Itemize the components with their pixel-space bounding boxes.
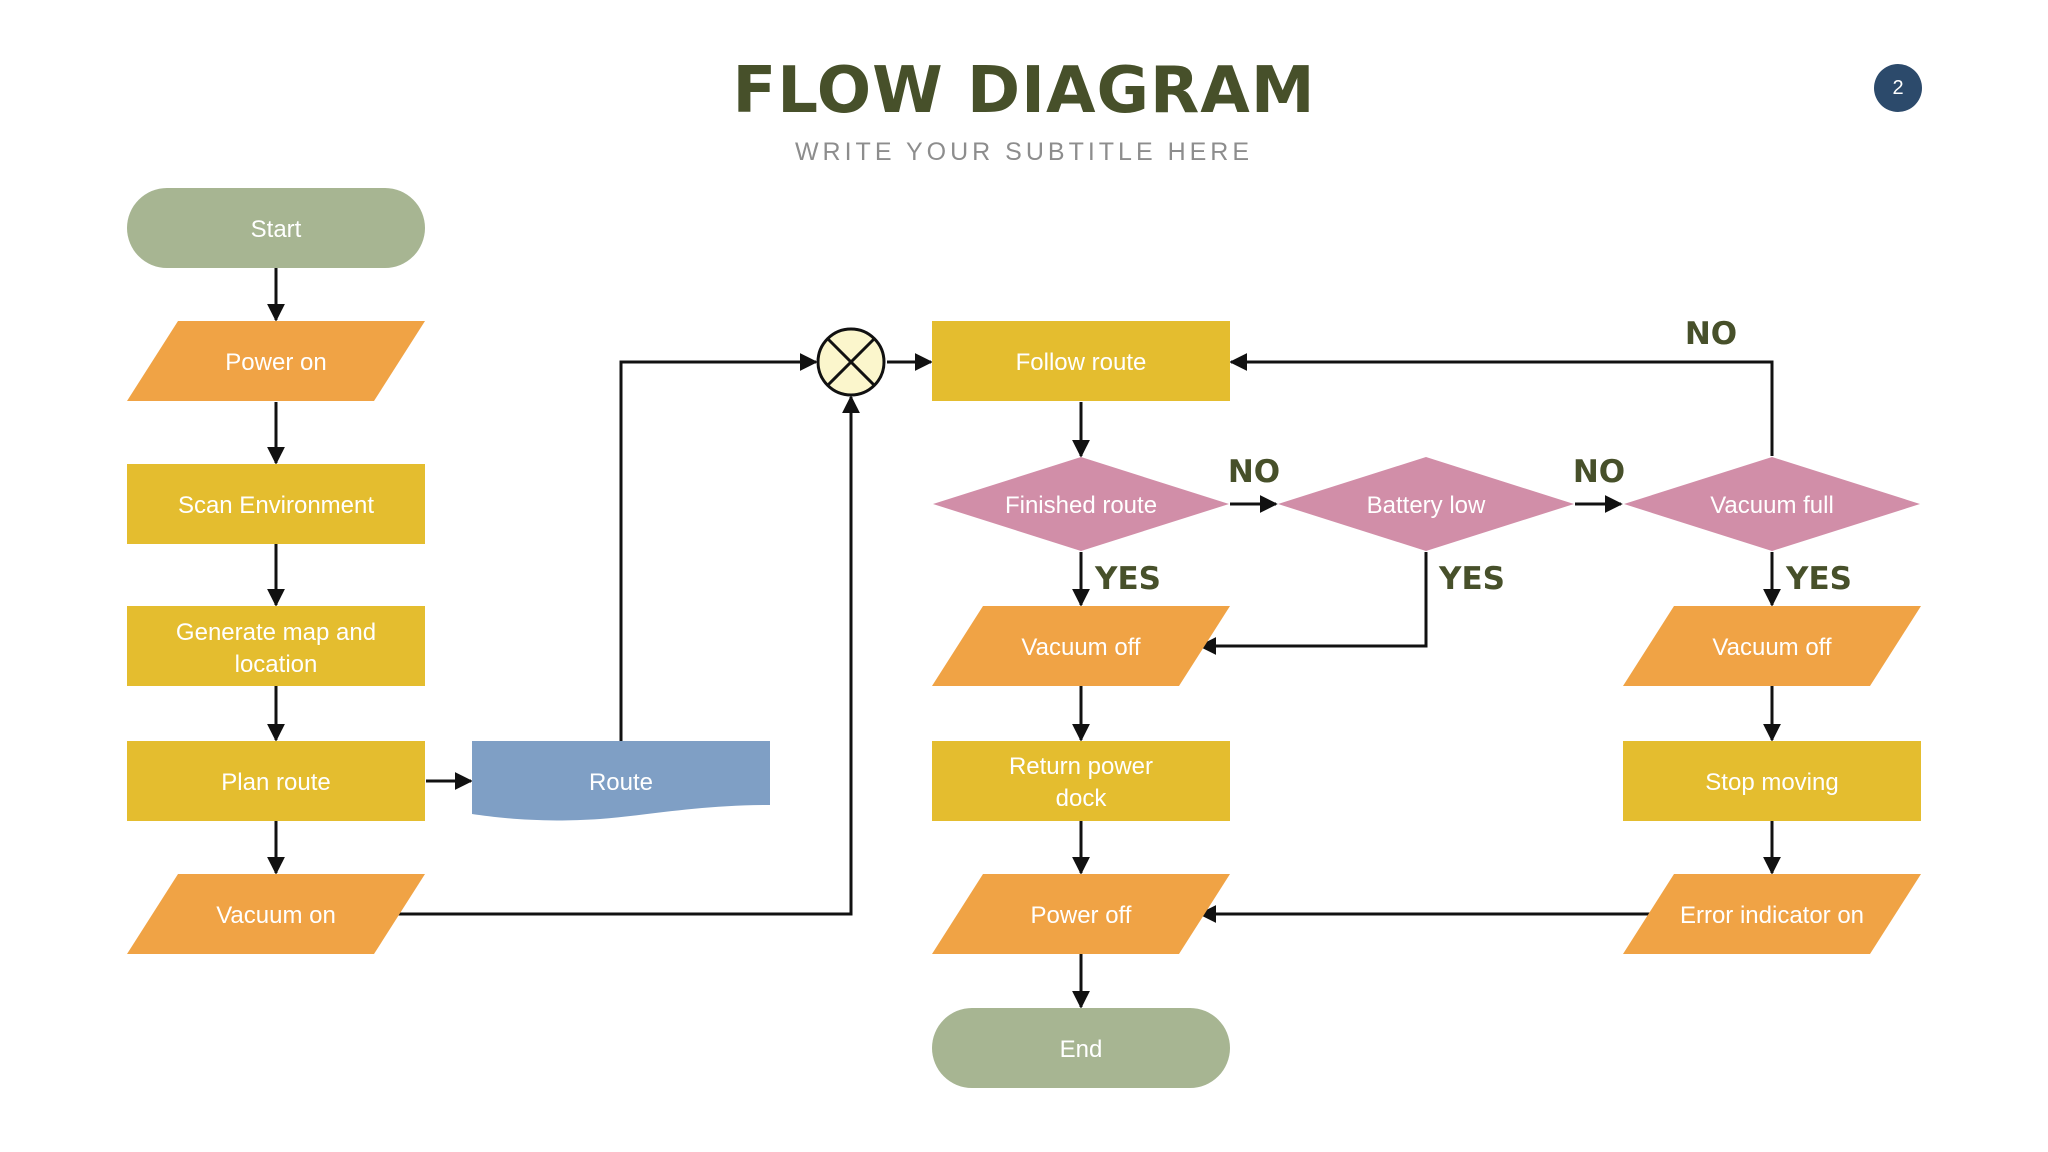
node-vacuum-on-label: Vacuum on [216, 902, 336, 929]
node-return-power-dock: Return power dock [932, 741, 1230, 821]
node-stop-moving-label: Stop moving [1705, 769, 1838, 796]
node-vacuum-off-right: Vacuum off [1623, 606, 1921, 686]
node-scan-environment: Scan Environment [127, 464, 425, 544]
branch-label-finished-no: NO [1228, 454, 1280, 490]
node-stop-moving: Stop moving [1623, 741, 1921, 821]
node-generate-map-label-2: location [235, 651, 318, 678]
page-number-badge: 2 [1874, 64, 1922, 112]
node-scan-environment-label: Scan Environment [178, 492, 374, 519]
node-generate-map: Generate map and location [127, 606, 425, 686]
page-subtitle: WRITE YOUR SUBTITLE HERE [794, 138, 1254, 166]
branch-label-battery-yes: YES [1438, 561, 1505, 597]
connector-route-junction [619, 353, 818, 741]
node-finished-route: Finished route [933, 457, 1229, 551]
node-route-label: Route [589, 769, 653, 796]
node-end: End [932, 1008, 1230, 1088]
node-route-document: Route [472, 741, 770, 821]
branch-label-battery-no: NO [1573, 454, 1625, 490]
branch-label-finished-yes: YES [1094, 561, 1161, 597]
node-follow-route: Follow route [932, 321, 1230, 401]
node-power-off-label: Power off [1031, 902, 1132, 929]
node-battery-low: Battery low [1278, 457, 1574, 551]
node-vacuum-on: Vacuum on [127, 874, 425, 954]
node-end-label: End [1060, 1036, 1103, 1063]
junction-icon [816, 327, 886, 397]
node-return-dock-label-2: dock [1056, 785, 1108, 812]
node-plan-route: Plan route [127, 741, 425, 821]
node-vacuum-full: Vacuum full [1624, 457, 1920, 551]
branch-label-vacuum-full-no: NO [1685, 316, 1737, 352]
node-error-indicator-on: Error indicator on [1623, 874, 1921, 954]
node-vacuum-off-left-label: Vacuum off [1021, 634, 1141, 661]
node-error-indicator-on-label: Error indicator on [1680, 902, 1864, 929]
node-start: Start [127, 188, 425, 268]
node-power-on: Power on [127, 321, 425, 401]
node-plan-route-label: Plan route [221, 769, 330, 796]
branch-label-vacuum-full-yes: YES [1785, 561, 1852, 597]
node-generate-map-label-1: Generate map and [176, 619, 376, 646]
node-vacuum-off-right-label: Vacuum off [1712, 634, 1832, 661]
page-title: FLOW DIAGRAM [732, 54, 1316, 128]
node-power-on-label: Power on [225, 349, 326, 376]
node-battery-low-label: Battery low [1367, 492, 1486, 519]
node-follow-route-label: Follow route [1016, 349, 1147, 376]
node-vacuum-off-left: Vacuum off [932, 606, 1230, 686]
node-start-label: Start [251, 216, 302, 243]
connector-vacuumfull-follow [1229, 353, 1774, 456]
node-power-off: Power off [932, 874, 1230, 954]
connectors [267, 268, 1781, 1009]
connector-battery-vacuumoff [1198, 552, 1428, 655]
node-return-dock-label-1: Return power [1009, 753, 1153, 780]
node-vacuum-full-label: Vacuum full [1710, 492, 1834, 519]
connector-vacuumon-junction [394, 395, 860, 916]
node-finished-route-label: Finished route [1005, 492, 1157, 519]
